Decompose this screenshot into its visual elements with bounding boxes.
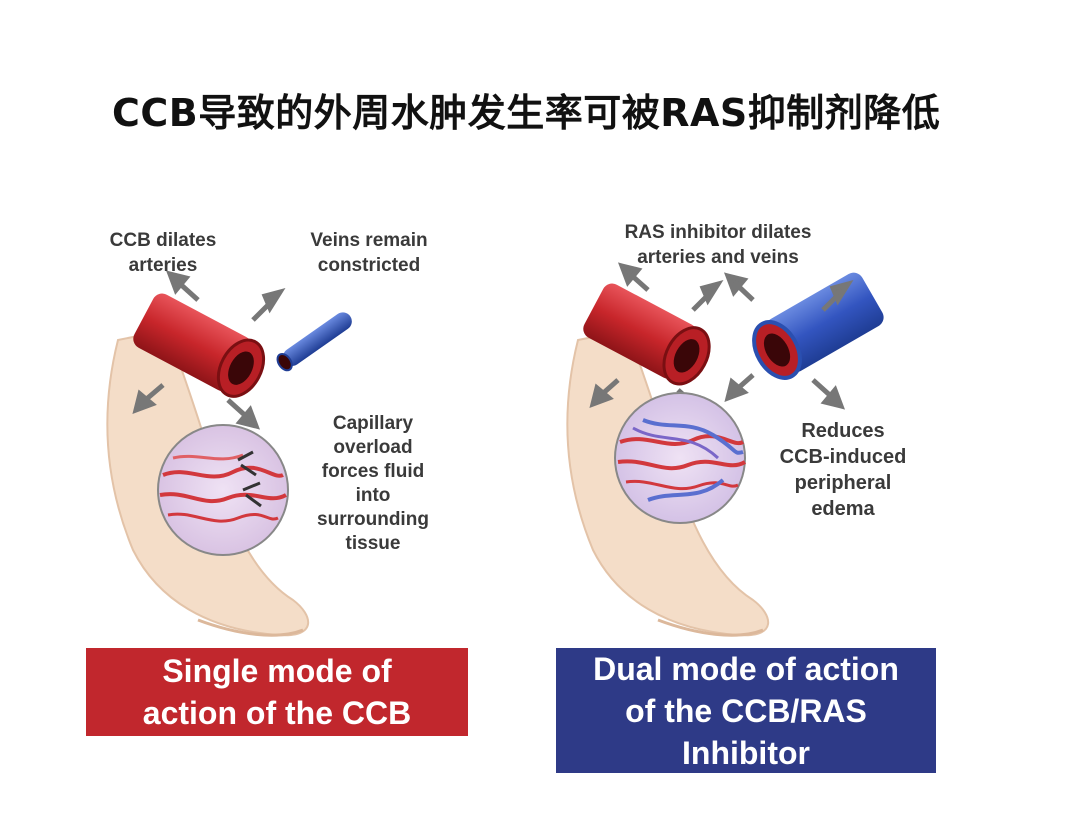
dilated-artery <box>583 283 711 386</box>
page-title: CCB导致的外周水肿发生率可被RAS抑制剂降低 <box>112 91 941 135</box>
ccb-ras-illustration <box>566 262 884 637</box>
foot-toes <box>197 618 304 637</box>
constricted-vein <box>276 312 352 372</box>
dilated-vein <box>752 272 884 380</box>
capillary-bed <box>614 392 747 524</box>
capillary-bed <box>157 424 289 556</box>
dilated-artery <box>133 293 266 398</box>
foot-toes <box>657 618 764 637</box>
dilation-arrows <box>132 270 286 430</box>
ccb-illustration <box>106 270 352 637</box>
